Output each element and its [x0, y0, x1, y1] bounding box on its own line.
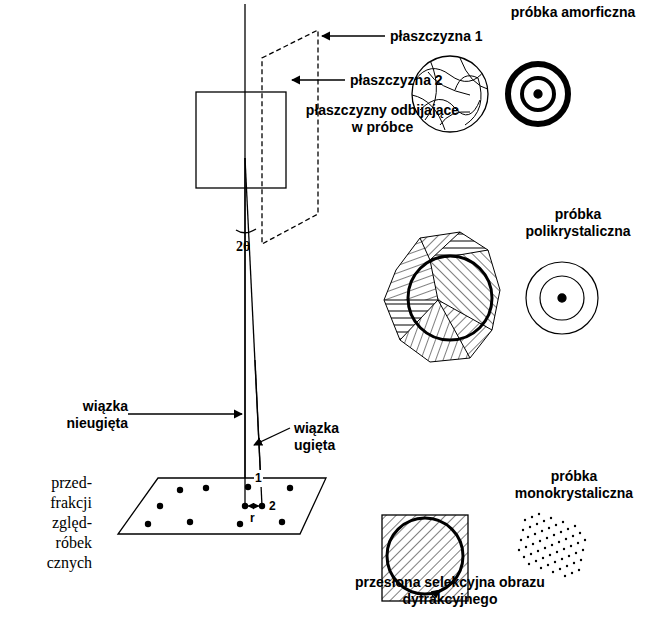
dot: [571, 572, 573, 574]
dot: [524, 519, 526, 521]
dot: [584, 539, 586, 541]
dot: [548, 527, 550, 529]
label: płaszczyzna 1: [390, 28, 540, 45]
label: r: [249, 510, 256, 527]
label: płaszczyzna 2: [350, 72, 500, 89]
dot: [536, 523, 538, 525]
dot: [542, 557, 544, 559]
dot: [527, 536, 529, 538]
dot: [554, 561, 556, 563]
dot: [534, 533, 536, 535]
dot: [568, 555, 570, 557]
dot: [538, 513, 540, 515]
dot: [561, 558, 563, 560]
dot: [564, 575, 566, 577]
dot: [279, 519, 285, 525]
dot: [203, 485, 209, 491]
dot: [577, 542, 579, 544]
dot: [530, 553, 532, 555]
dot: [537, 550, 539, 552]
text-fragment: zględ-: [2, 514, 92, 531]
dot: [535, 560, 537, 562]
dot: [555, 524, 557, 526]
dot: [582, 549, 584, 551]
dot: [572, 535, 574, 537]
dot: [177, 487, 183, 493]
dot: [559, 568, 561, 570]
dot: [532, 543, 534, 545]
label: 2: [268, 498, 277, 515]
dot: [287, 485, 293, 491]
text-fragment: przed-: [2, 474, 92, 491]
label: próbka amorficzna: [498, 4, 648, 21]
dot: [556, 551, 558, 553]
dot: [553, 534, 555, 536]
dot: [529, 526, 531, 528]
dot: [528, 563, 530, 565]
dot: [518, 549, 520, 551]
label: próbka monokrystaliczna: [500, 468, 648, 502]
dot: [565, 538, 567, 540]
dot: [539, 540, 541, 542]
dot: [567, 528, 569, 530]
dot: [558, 541, 560, 543]
dot: [551, 544, 553, 546]
dot: [242, 503, 248, 509]
label: wiązka nieugięta: [40, 398, 128, 432]
label: 1: [254, 470, 263, 487]
dot: [578, 569, 580, 571]
dot: [566, 565, 568, 567]
dot: [187, 519, 193, 525]
dot: [579, 532, 581, 534]
dot: [543, 520, 545, 522]
dot: [541, 530, 543, 532]
dot: [563, 548, 565, 550]
dot: [575, 552, 577, 554]
dot: [546, 537, 548, 539]
text-fragment: frakcji: [2, 494, 92, 511]
dot: [560, 531, 562, 533]
dot: [525, 546, 527, 548]
dot: [245, 484, 251, 490]
dot: [540, 567, 542, 569]
dot: [552, 571, 554, 573]
dot: [562, 521, 564, 523]
dot: [574, 525, 576, 527]
dot: [550, 517, 552, 519]
text-fragment: róbek: [2, 534, 92, 551]
dot: [259, 503, 265, 509]
dot: [520, 539, 522, 541]
dot: [549, 554, 551, 556]
dot: [544, 547, 546, 549]
dot: [522, 529, 524, 531]
label: wiązka ugięta: [294, 420, 374, 454]
text-fragment: 2θ: [236, 238, 266, 255]
dot: [531, 516, 533, 518]
dot: [523, 556, 525, 558]
label: przesłona selekcyjna obrazu dyfrakcyjneg…: [350, 574, 550, 608]
dot: [570, 545, 572, 547]
dot: [547, 564, 549, 566]
label: płaszczyzny odbijające w próbce: [300, 102, 465, 136]
text-fragment: cznych: [2, 554, 92, 571]
dot: [573, 562, 575, 564]
dot: [157, 503, 163, 509]
label: próbka polikrystaliczna: [508, 206, 648, 240]
dot: [580, 559, 582, 561]
dot: [237, 521, 243, 527]
dot: [145, 521, 151, 527]
